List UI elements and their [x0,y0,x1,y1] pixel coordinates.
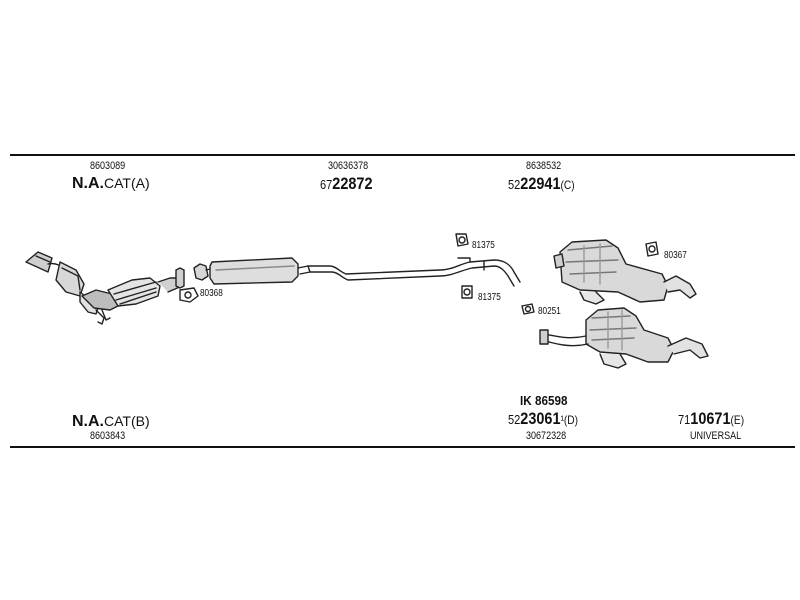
bottom-ref-a: 8603843 [90,430,126,442]
callout-80251: 80251 [538,306,561,317]
bottom-part-a: N.A.CAT(B) [72,413,150,430]
top-part-b: 6722872 [320,174,373,193]
top-rule [10,154,795,156]
bottom-ref-d: 30672328 [526,430,567,442]
bottom-part-d: 5223061¹(D) [508,409,579,428]
top-ref-a: 8603089 [90,160,126,172]
top-ref-b: 30636378 [328,160,369,172]
catalytic-converter-a [25,251,105,325]
middle-muffler [193,257,311,285]
top-ref-c: 8638532 [526,160,562,172]
bottom-ref-e: UNIVERSAL [690,430,742,442]
intermediate-pipe [307,257,521,287]
callout-81375-bottom: 81375 [478,292,501,303]
callout-80368: 80368 [200,288,223,299]
bottom-part-e: 7110671(E) [678,409,745,428]
callout-80367: 80367 [664,250,687,261]
catalytic-converter-b [81,267,185,321]
bottom-rule [10,446,795,448]
kit-label: IK 86598 [520,393,568,408]
rear-muffler-d [539,307,709,369]
top-part-a: N.A.CAT(A) [72,175,150,192]
callout-81375-top: 81375 [472,240,495,251]
top-part-c: 5222941(C) [508,174,575,193]
rear-muffler-c [553,239,697,305]
